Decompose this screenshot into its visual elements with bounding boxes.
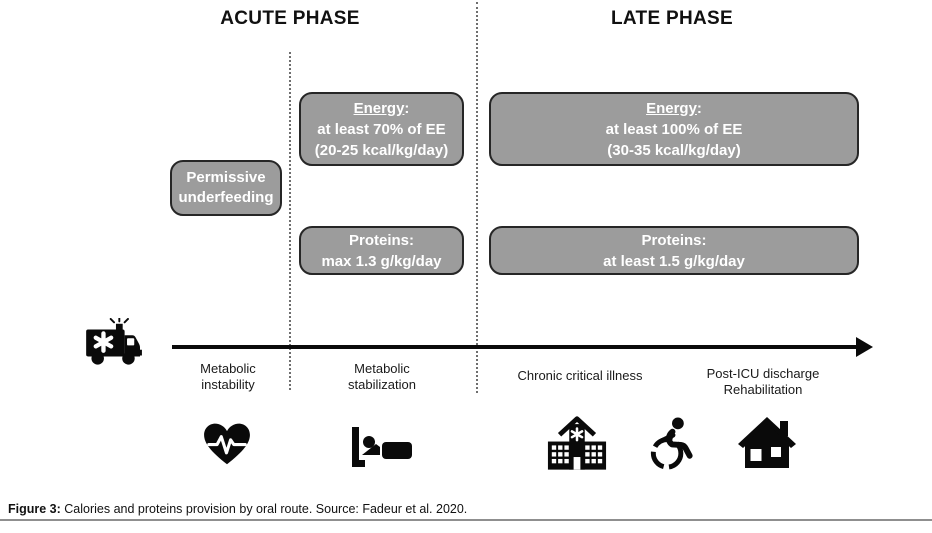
house-icon xyxy=(737,416,797,468)
stage-label-chronic-critical-illness: Chronic critical illness xyxy=(517,368,643,383)
ambulance-icon xyxy=(84,318,146,368)
energy-acute-line1: at least 70% of EE xyxy=(317,120,446,138)
energy-acute-box: Energy: at least 70% of EE (20-25 kcal/k… xyxy=(299,92,464,166)
heartbeat-heart-icon xyxy=(202,421,252,468)
energy-late-line2: (30-35 kcal/kg/day) xyxy=(607,141,741,159)
stage-label-post-icu-discharge: Post-ICU discharge Rehabilitation xyxy=(706,366,820,397)
phase-divider-dotted-line-left xyxy=(289,52,291,390)
caption-divider-line xyxy=(0,519,932,521)
energy-acute-line2: (20-25 kcal/kg/day) xyxy=(314,141,449,159)
figure-caption-label: Figure 3: xyxy=(8,502,61,516)
permissive-line1: Permissive xyxy=(186,169,266,186)
proteins-acute-title: Proteins: xyxy=(348,231,414,249)
hospital-building-icon xyxy=(546,415,608,470)
hospital-bed-icon xyxy=(350,425,414,469)
proteins-late-line1: at least 1.5 g/kg/day xyxy=(603,252,745,270)
permissive-line2: underfeeding xyxy=(178,189,274,206)
energy-late-title: Energy: xyxy=(646,99,702,117)
proteins-acute-line1: max 1.3 g/kg/day xyxy=(321,252,442,270)
stage-label-metabolic-stabilization: Metabolic stabilization xyxy=(348,361,416,392)
figure-caption-text: Calories and proteins provision by oral … xyxy=(60,502,468,516)
timeline-arrowhead xyxy=(856,337,873,357)
proteins-late-box: Proteins: at least 1.5 g/kg/day xyxy=(489,226,859,275)
late-phase-title: LATE PHASE xyxy=(611,8,733,29)
proteins-acute-box: Proteins: max 1.3 g/kg/day xyxy=(299,226,464,275)
proteins-late-title: Proteins: xyxy=(641,231,707,249)
energy-late-line1: at least 100% of EE xyxy=(605,120,743,138)
energy-late-box: Energy: at least 100% of EE (30-35 kcal/… xyxy=(489,92,859,166)
stage-label-metabolic-instability: Metabolic instability xyxy=(200,361,256,392)
timeline-arrow-line xyxy=(172,345,858,349)
acute-phase-title: ACUTE PHASE xyxy=(220,8,360,29)
figure-caption: Figure 3: Calories and proteins provisio… xyxy=(8,502,467,516)
phase-divider-dotted-line-right xyxy=(476,2,478,393)
energy-acute-title: Energy: xyxy=(353,99,410,117)
wheelchair-person-icon xyxy=(648,416,696,471)
permissive-underfeeding-box: Permissive underfeeding xyxy=(170,160,282,216)
